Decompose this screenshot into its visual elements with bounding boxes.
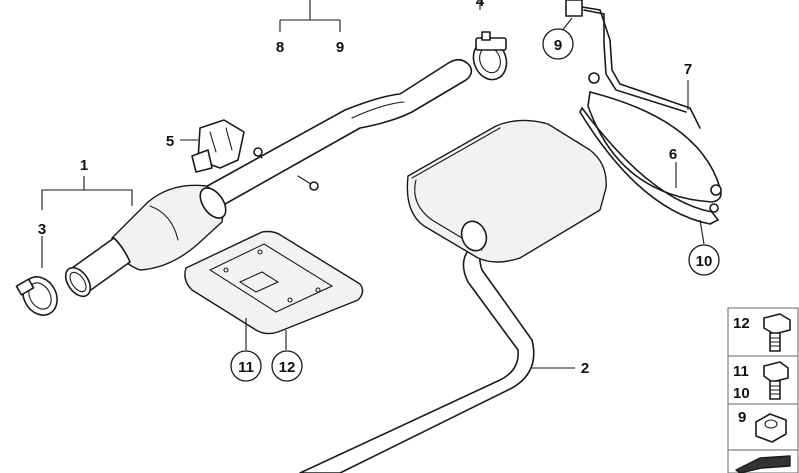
muffler-strap: [579, 72, 722, 225]
callout-12-circle: 12: [271, 350, 303, 382]
callout-9-top: 9: [336, 39, 344, 56]
callout-8: 8: [276, 39, 284, 56]
callout-7: 7: [684, 61, 692, 78]
callout-3: 3: [38, 221, 46, 238]
svg-text:11: 11: [238, 359, 254, 376]
rubber-mount: [191, 119, 245, 173]
callout-2: 2: [581, 360, 589, 377]
nut-9-icon: [755, 413, 787, 443]
callout-6: 6: [669, 146, 677, 163]
svg-text:9: 9: [554, 37, 562, 54]
bolt-12-icon: [763, 313, 791, 352]
heat-shield-plate: [184, 230, 364, 335]
callout-4: 4: [476, 0, 485, 10]
legend-12: 12: [733, 315, 750, 332]
bracket-strip-icon: [735, 455, 791, 473]
legend-9: 9: [738, 409, 746, 426]
legend-11: 11: [733, 363, 749, 380]
callout-10-circle: 10: [688, 244, 720, 276]
front-pipe-catalytic-converter: [64, 58, 473, 298]
callout-1: 1: [80, 157, 88, 174]
fastener-legend: 12 11 10 9: [727, 307, 799, 473]
pipe-clamp-front: [15, 276, 58, 316]
svg-text:10: 10: [696, 253, 713, 270]
legend-10: 10: [733, 385, 750, 402]
callout-9-circle: 9: [542, 28, 574, 60]
hanger-bracket: [565, 0, 701, 129]
bolt-10-icon: [763, 361, 789, 400]
pipe-clamp-rear: [472, 31, 508, 81]
callout-5: 5: [166, 133, 174, 150]
callout-11-circle: 11: [230, 350, 262, 382]
svg-text:12: 12: [279, 359, 296, 376]
rear-muffler: [299, 119, 607, 473]
